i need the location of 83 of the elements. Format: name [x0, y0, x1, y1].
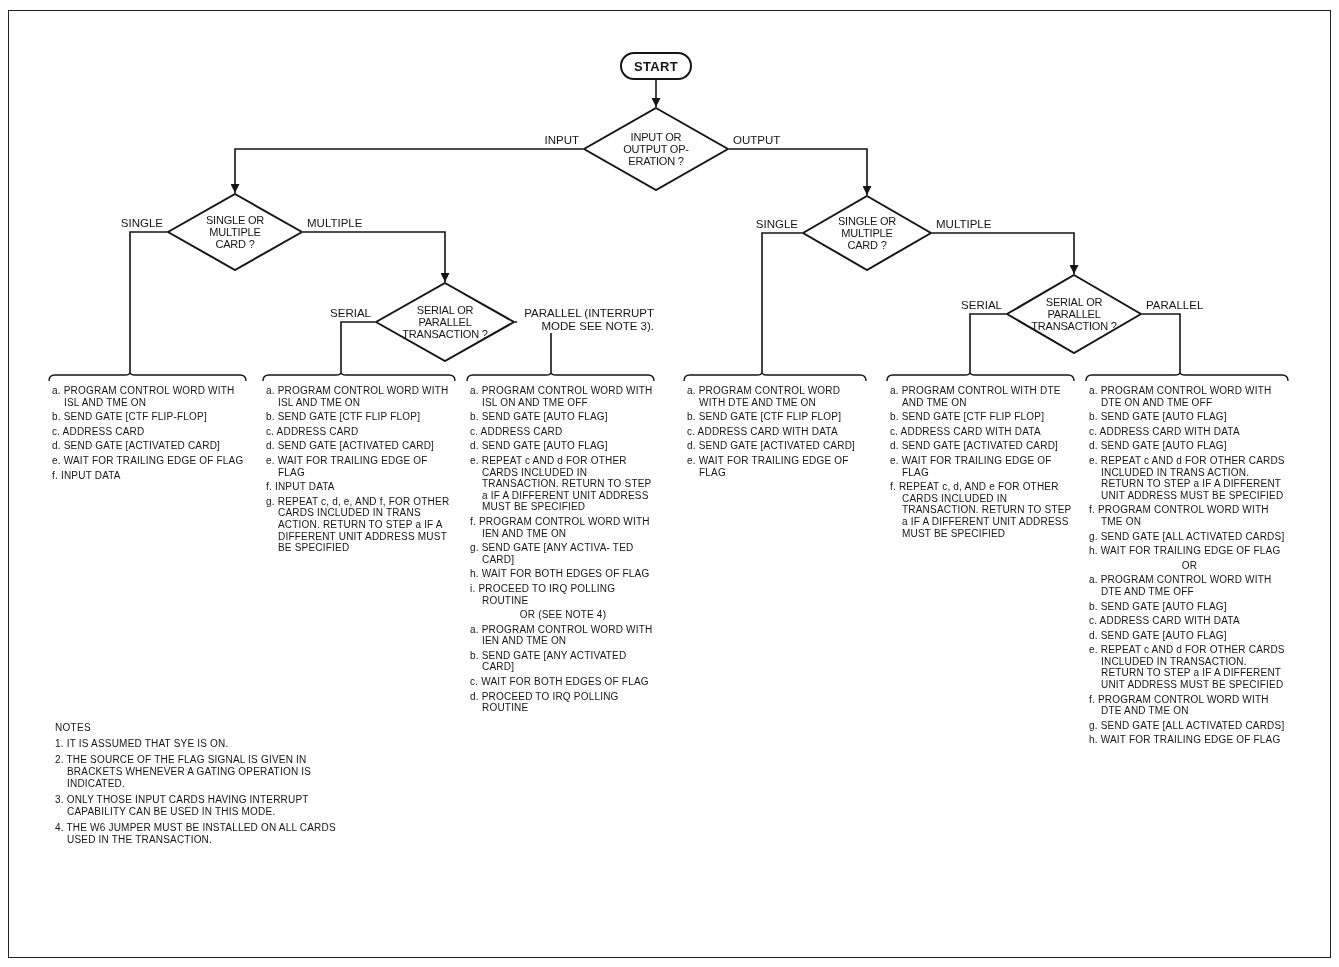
edge-label: MULTIPLE — [306, 217, 364, 230]
step-text: b. SEND GATE [CTF FLIP-FLOP] — [52, 411, 208, 423]
step-text: b. SEND GATE [CTF FLIP FLOP] — [266, 411, 422, 423]
edge-label: SINGLE — [754, 218, 799, 231]
step-text: h. WAIT FOR TRAILING EDGE OF FLAG — [1089, 734, 1282, 747]
arrow — [931, 232, 1079, 275]
edge-label: INPUT — [543, 134, 580, 147]
step-text: e. WAIT FOR TRAILING EDGE OF FLAG — [687, 454, 850, 479]
edge-label: SINGLE — [119, 217, 164, 230]
step-text: c. ADDRESS CARD WITH DATA — [1089, 615, 1241, 627]
arrow — [302, 231, 450, 283]
step-text: g. SEND GATE [ALL ACTIVATED CARDS] — [1089, 530, 1286, 543]
step-text: d. PROCEED TO IRQ POLLING ROUTINE — [470, 690, 620, 714]
edge-label: SERIAL — [960, 299, 1003, 312]
step-text: a. PROGRAM CONTROL WORD WITH ISL AND TME ON — [266, 385, 450, 409]
step-text: g. REPEAT c, d, e, AND f, FOR OTHER CARDS INCLUDED IN TRANS ACTION. RETURN TO STEP a IF A DIFFERENT UNIT ADDRESS MUST BE SPECIFIED — [266, 495, 451, 554]
note-text: 4. THE W6 JUMPER MUST BE INSTALLED ON ALL CARDS USED IN THE TRANSACTION. — [55, 822, 337, 846]
step-text: f. INPUT DATA — [52, 469, 122, 482]
step-text: b. SEND GATE [AUTO FLAG] — [1089, 411, 1228, 423]
edge-label: SERIAL — [329, 307, 372, 320]
or-separator-text: OR (SEE NOTE 4) — [518, 609, 608, 621]
connector-line — [1141, 313, 1181, 373]
step-text: c. ADDRESS CARD — [52, 425, 146, 438]
step-text: c. ADDRESS CARD WITH DATA — [687, 425, 839, 438]
step-text: h. WAIT FOR BOTH EDGES OF FLAG — [470, 568, 651, 580]
note-text: 1. IT IS ASSUMED THAT SYE IS ON. — [55, 738, 230, 750]
step-text: b. SEND GATE [AUTO FLAG] — [1089, 600, 1228, 613]
connector-line — [340, 321, 376, 373]
start-terminal: START — [620, 52, 692, 80]
step-text: f. REPEAT c, d, AND e FOR OTHER CARDS INCLUDED IN TRANSACTION. RETURN TO STEP a IF A DIFFERENT UNIT ADDRESS MUST BE SPECIFIED — [890, 481, 1073, 540]
step-text: c. ADDRESS CARD WITH DATA — [1089, 425, 1241, 438]
step-text: b. SEND GATE [CTF FLIP FLOP] — [687, 411, 843, 423]
step-text: c. WAIT FOR BOTH EDGES OF FLAG — [470, 676, 650, 688]
step-text: a. PROGRAM CONTROL WORD WITH DTE AND TME OFF — [1089, 574, 1273, 598]
arrow — [230, 148, 584, 194]
step-text: a. PROGRAM CONTROL WORD WITH DTE AND TME ON — [687, 385, 842, 409]
decision-text: SERIAL OR PARALLEL TRANSACTION ? — [401, 304, 489, 340]
step-text: c. ADDRESS CARD — [470, 425, 564, 438]
arrow — [728, 148, 872, 196]
decision-diamond — [375, 282, 515, 362]
decision-diamond — [1006, 274, 1142, 354]
decision-text: SERIAL OR PARALLEL TRANSACTION ? — [1030, 296, 1118, 332]
step-text: i. PROCEED TO IRQ POLLING ROUTINE — [470, 582, 617, 607]
connector-line — [129, 231, 168, 373]
step-text: d. SEND GATE [ACTIVATED CARD] — [52, 440, 222, 452]
decision-diamond — [167, 193, 303, 271]
step-text: c. ADDRESS CARD WITH DATA — [890, 425, 1042, 438]
step-text: e. REPEAT c AND d FOR OTHER CARDS INCLUDED IN TRANS ACTION. RETURN TO STEP a IF A DIFFERENT UNIT ADDRESS MUST BE SPECIFIED — [1089, 454, 1286, 502]
step-text: f. PROGRAM CONTROL WORD WITH TME ON — [1089, 504, 1270, 528]
notes-heading: NOTES — [55, 722, 92, 733]
step-text: d. SEND GATE [AUTO FLAG] — [1089, 440, 1228, 452]
edge-label: OUTPUT — [732, 134, 782, 147]
step-text: a. PROGRAM CONTROL WORD WITH DTE ON AND TME OFF — [1089, 385, 1273, 409]
note-text: 2. THE SOURCE OF THE FLAG SIGNAL IS GIVEN IN BRACKETS WHENEVER A GATING OPERATION IS INDICATED. — [55, 754, 313, 790]
step-text: f. INPUT DATA — [266, 481, 336, 493]
decision-text: SINGLE OR MULTIPLE CARD ? — [836, 215, 898, 251]
step-text: b. SEND GATE [AUTO FLAG] — [470, 411, 609, 423]
step-text: g. SEND GATE [ALL ACTIVATED CARDS] — [1089, 719, 1286, 732]
step-text: a. PROGRAM CONTROL WORD WITH ISL ON AND TME OFF — [470, 385, 654, 409]
note-text: 3. ONLY THOSE INPUT CARDS HAVING INTERRUPT CAPABILITY CAN BE USED IN THIS MODE. — [55, 794, 310, 818]
decision-text: SINGLE OR MULTIPLE CARD ? — [204, 214, 266, 250]
step-text: d. SEND GATE [AUTO FLAG] — [1089, 629, 1228, 642]
step-text: g. SEND GATE [ANY ACTIVA- TED CARD] — [470, 542, 635, 566]
decision-diamond — [583, 107, 729, 191]
step-text: a. PROGRAM CONTROL WITH DTE AND TME ON — [890, 385, 1062, 409]
edge-label: MULTIPLE — [935, 218, 993, 231]
step-text: d. SEND GATE [ACTIVATED CARD] — [687, 440, 857, 452]
connector-line — [969, 313, 1007, 373]
connector-line — [761, 232, 803, 373]
step-text: b. SEND GATE [CTF FLIP FLOP] — [890, 411, 1046, 423]
edge-label: PARALLEL — [1145, 299, 1205, 312]
or-separator-text: OR — [1180, 559, 1199, 572]
decision-text: INPUT OR OUTPUT OP- ERATION ? — [622, 131, 690, 167]
step-text: d. SEND GATE [ACTIVATED CARD] — [266, 440, 436, 452]
arrow — [651, 79, 661, 108]
step-text: d. SEND GATE [AUTO FLAG] — [470, 440, 609, 452]
edge-label: PARALLEL (INTERRUPT MODE SEE NOTE 3). — [517, 307, 655, 333]
decision-diamond — [802, 195, 932, 271]
step-text: d. SEND GATE [ACTIVATED CARD] — [890, 440, 1060, 452]
step-text: h. WAIT FOR TRAILING EDGE OF FLAG — [1089, 545, 1282, 557]
step-text: c. ADDRESS CARD — [266, 425, 360, 438]
step-text: a. PROGRAM CONTROL WORD WITH ISL AND TME ON — [52, 385, 236, 409]
step-text: e. WAIT FOR TRAILING EDGE OF FLAG — [52, 454, 245, 467]
